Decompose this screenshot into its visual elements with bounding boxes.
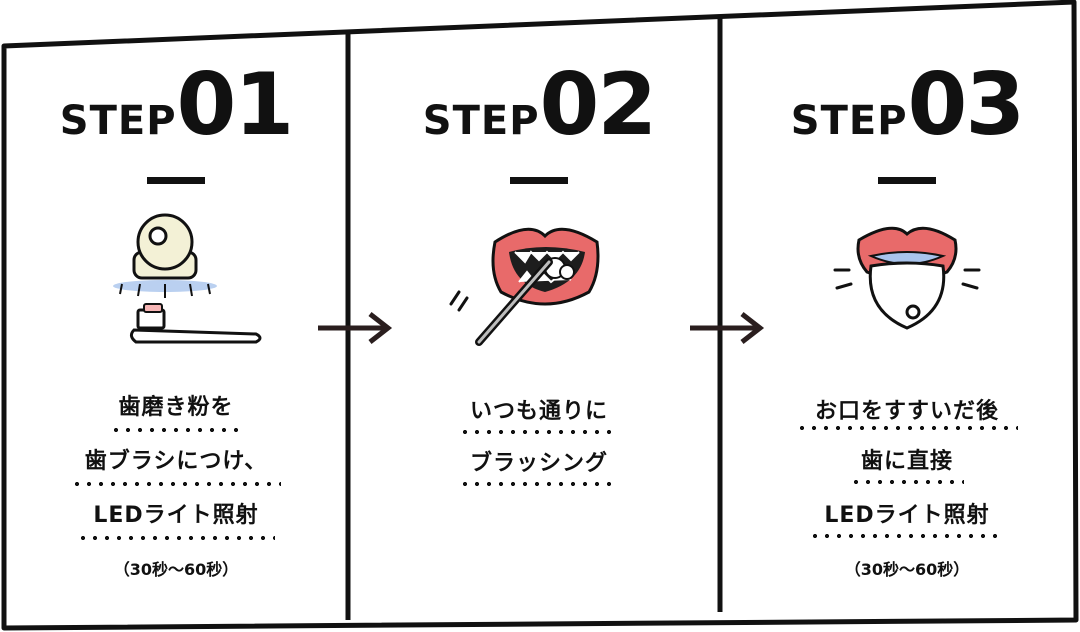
instruction-line: お口をすすいだ後 xyxy=(814,399,999,424)
instruction-line: 歯磨き粉を xyxy=(118,395,234,420)
dotted-separator xyxy=(77,536,275,540)
instruction-line: LEDライト照射 xyxy=(93,503,259,528)
instruction-line: いつも通りに xyxy=(469,399,608,424)
step-number: 03 xyxy=(907,55,1026,155)
title-underline xyxy=(878,177,936,184)
step-title: STEP02 xyxy=(372,62,706,148)
arrow-right-icon xyxy=(690,312,765,344)
dotted-separator xyxy=(809,534,1005,538)
title-underline xyxy=(510,177,568,184)
step-title: STEP03 xyxy=(740,62,1074,148)
step-panel-1: STEP01 歯磨き粉を 歯ブラシにつけ、 LEDライト照射 （30秒～60秒） xyxy=(6,0,346,632)
mouth-with-led-icon xyxy=(833,226,981,330)
dotted-separator xyxy=(459,430,619,434)
duration-note: （30秒～60秒） xyxy=(113,560,239,579)
step-label: STEP xyxy=(422,98,540,144)
step-label: STEP xyxy=(790,98,908,144)
dotted-separator xyxy=(71,482,281,486)
dotted-separator xyxy=(850,480,964,484)
instruction-line: 歯ブラシにつけ、 xyxy=(84,449,268,474)
instruction-line: 歯に直接 xyxy=(860,449,953,474)
duration-note: （30秒～60秒） xyxy=(844,560,970,579)
step-number: 01 xyxy=(176,55,295,155)
step-number: 02 xyxy=(539,55,658,155)
instruction-line: LEDライト照射 xyxy=(824,503,990,528)
dotted-separator xyxy=(459,482,619,486)
step-panel-2: STEP02 いつも通りに ブラッシング xyxy=(372,0,706,632)
title-underline xyxy=(147,177,205,184)
dotted-separator xyxy=(796,426,1018,430)
brushing-mouth-icon xyxy=(449,227,600,346)
step-label: STEP xyxy=(59,98,177,144)
step-panel-3: STEP03 お口をすすいだ後 歯に直接 LEDライト照射 （30秒～60秒） xyxy=(740,0,1074,632)
toothbrush-with-led-icon xyxy=(113,213,262,344)
dotted-separator xyxy=(110,428,242,432)
arrow-right-icon xyxy=(318,312,393,344)
instruction-line: ブラッシング xyxy=(469,451,608,476)
step-title: STEP01 xyxy=(6,62,346,148)
